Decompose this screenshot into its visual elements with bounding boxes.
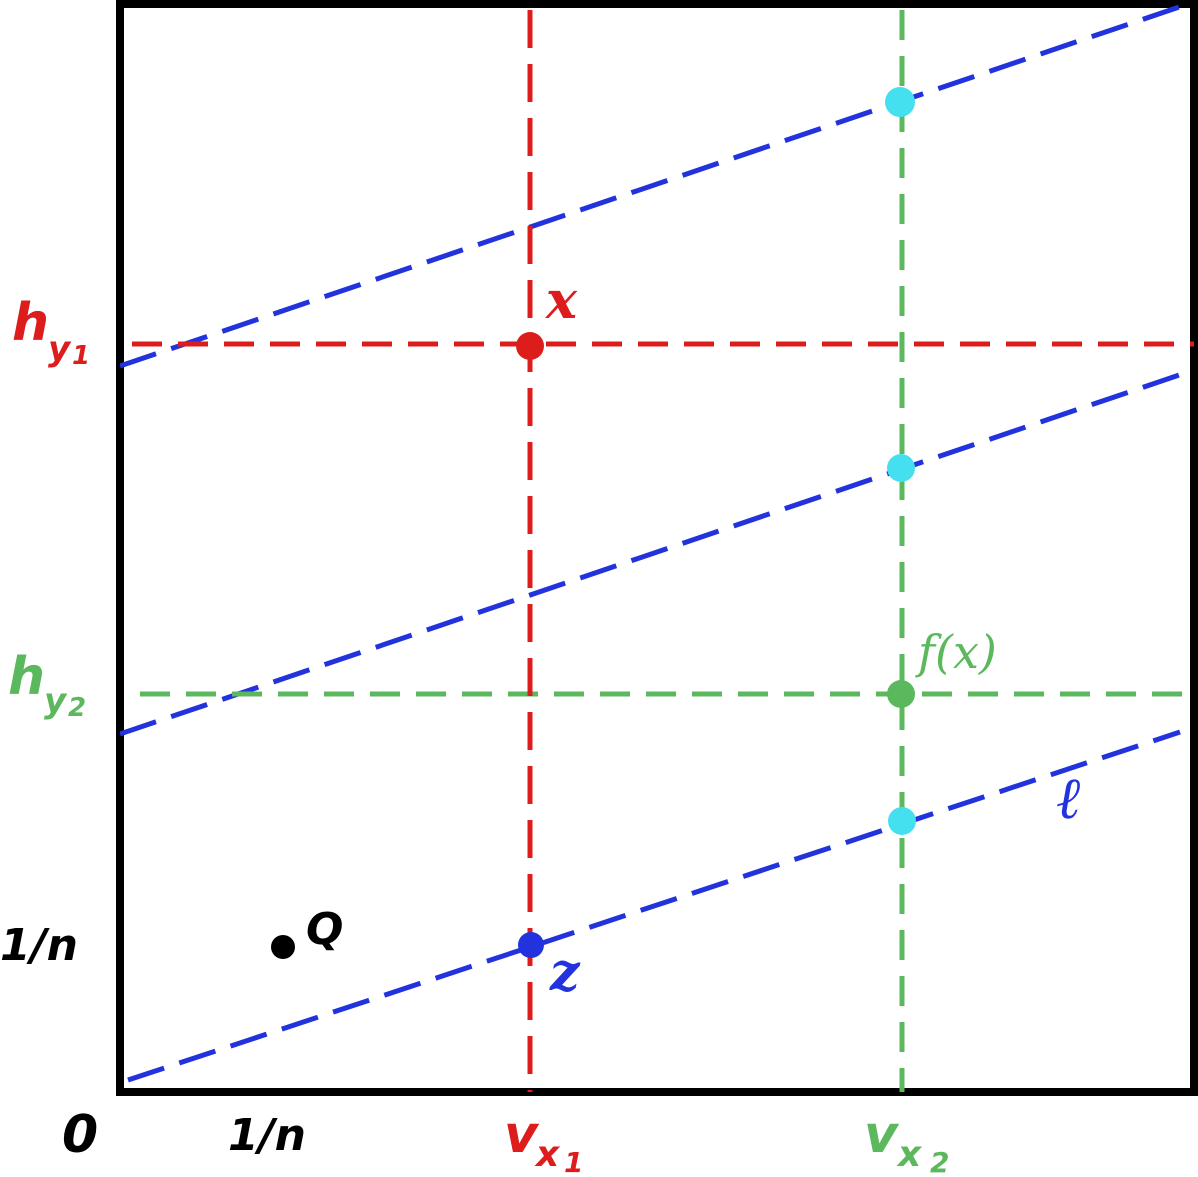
svg-text:1: 1 xyxy=(72,341,90,371)
blue-line-ell xyxy=(127,729,1181,1083)
point-z-label: z xyxy=(549,942,581,1003)
cyan-dot-bottom xyxy=(888,807,916,835)
blue-line-top xyxy=(120,4,1194,369)
svg-text:v: v xyxy=(504,1105,540,1165)
svg-text:x: x xyxy=(534,1134,561,1175)
v-x2-label: v x 2 xyxy=(864,1105,949,1177)
blue-line-middle xyxy=(120,367,1194,737)
cyan-dot-top xyxy=(885,87,915,117)
svg-text:x: x xyxy=(896,1134,923,1175)
svg-text:h: h xyxy=(8,647,45,707)
svg-text:y: y xyxy=(48,329,72,369)
line-ell-label: ℓ xyxy=(1056,764,1080,832)
point-q-dot xyxy=(271,935,295,959)
v-x1-label: v x 1 xyxy=(504,1105,583,1177)
point-x-dot xyxy=(516,332,544,360)
point-z-dot xyxy=(518,932,544,958)
svg-text:1: 1 xyxy=(564,1146,583,1177)
point-fx-dot xyxy=(887,680,915,708)
svg-text:2: 2 xyxy=(930,1146,949,1177)
y-tick-label: 1/n xyxy=(0,920,78,971)
unit-square-frame xyxy=(116,0,1198,1096)
h-y1-label: h y 1 xyxy=(12,293,90,371)
origin-label: 0 xyxy=(62,1105,98,1165)
svg-text:2: 2 xyxy=(68,693,86,723)
point-fx-label: f(x) xyxy=(915,625,997,679)
x-tick-label: 1/n xyxy=(228,1110,306,1161)
svg-text:h: h xyxy=(12,293,49,353)
point-x-label: x xyxy=(545,270,578,331)
svg-text:v: v xyxy=(864,1105,900,1165)
h-y2-label: h y 2 xyxy=(8,647,86,723)
cyan-dot-middle xyxy=(887,454,915,482)
point-q-label: Q xyxy=(306,904,343,955)
svg-text:y: y xyxy=(44,681,68,721)
